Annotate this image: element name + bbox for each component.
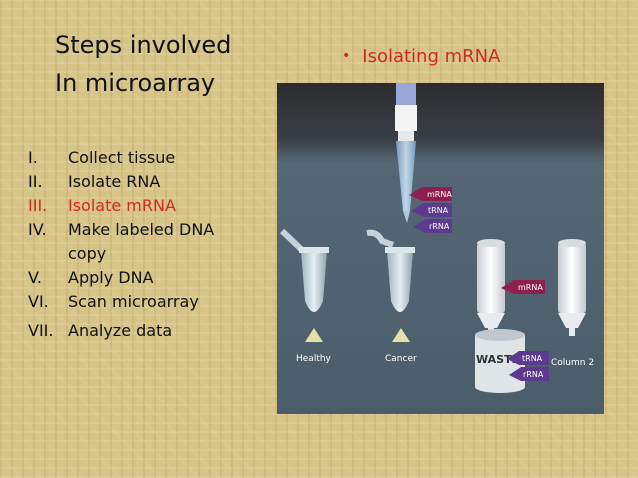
step-text: Isolate mRNA bbox=[68, 196, 176, 215]
column-tag: mRNA bbox=[501, 280, 545, 294]
tag-waste-rrna: rRNA bbox=[523, 370, 544, 379]
step-item: I. Collect tissue bbox=[28, 146, 248, 170]
waste-tags: tRNA rRNA bbox=[507, 351, 549, 381]
tag-trna: tRNA bbox=[428, 206, 449, 215]
step-number: IV. bbox=[28, 220, 47, 239]
title-line-2: In microarray bbox=[55, 69, 216, 97]
step-text: Apply DNA bbox=[68, 268, 154, 287]
healthy-marker-icon bbox=[305, 328, 323, 342]
column-2: Column 2 bbox=[551, 239, 594, 368]
pipette bbox=[395, 83, 417, 223]
tag-mrna: mRNA bbox=[427, 190, 452, 199]
pipette-tags: mRNA tRNA rRNA bbox=[409, 187, 452, 233]
cancer-tube: Cancer bbox=[366, 229, 417, 364]
steps-list: I. Collect tissue II. Isolate RNA III. Isol… bbox=[28, 146, 248, 343]
step-item-active: III. Isolate mRNA bbox=[28, 194, 248, 218]
step-text: Make labeled DNA copy bbox=[68, 220, 215, 263]
bullet-text: Isolating mRNA bbox=[362, 46, 501, 67]
step-number: I. bbox=[28, 148, 38, 167]
step-item: V. Apply DNA bbox=[28, 266, 248, 290]
tag-rrna: rRNA bbox=[429, 222, 450, 231]
step-number: V. bbox=[28, 268, 42, 287]
slide-title: Steps involved In microarray bbox=[55, 26, 231, 102]
title-line-1: Steps involved bbox=[55, 31, 232, 59]
cancer-marker-icon bbox=[392, 328, 410, 342]
step-item: IV. Make labeled DNA copy bbox=[28, 218, 248, 266]
step-item: VI. Scan microarray bbox=[28, 290, 248, 314]
step-number: VII. bbox=[28, 321, 54, 340]
step-number: VI. bbox=[28, 292, 49, 311]
tag-waste-trna: tRNA bbox=[522, 354, 543, 363]
step-number: III. bbox=[28, 196, 48, 215]
label-waste: WASTE bbox=[476, 353, 519, 366]
mrna-isolation-illustration: mRNA tRNA rRNA Healthy Cancer bbox=[277, 83, 604, 414]
step-text: Scan microarray bbox=[68, 292, 199, 311]
step-text: Isolate RNA bbox=[68, 172, 161, 191]
step-number: II. bbox=[28, 172, 43, 191]
bullet-point: • Isolating mRNA bbox=[342, 46, 500, 67]
bullet-dot-icon: • bbox=[342, 48, 351, 64]
figure-background bbox=[277, 83, 604, 414]
tag-column-mrna: mRNA bbox=[518, 283, 543, 292]
illustration-svg: mRNA tRNA rRNA Healthy Cancer bbox=[277, 83, 604, 414]
healthy-tube: Healthy bbox=[279, 228, 332, 364]
step-text: Collect tissue bbox=[68, 148, 176, 167]
label-column-2: Column 2 bbox=[551, 358, 594, 368]
step-item: II. Isolate RNA bbox=[28, 170, 248, 194]
step-text: Analyze data bbox=[68, 321, 173, 340]
step-item: VII. Analyze data bbox=[28, 319, 248, 343]
label-cancer: Cancer bbox=[385, 354, 417, 364]
label-healthy: Healthy bbox=[296, 354, 332, 364]
